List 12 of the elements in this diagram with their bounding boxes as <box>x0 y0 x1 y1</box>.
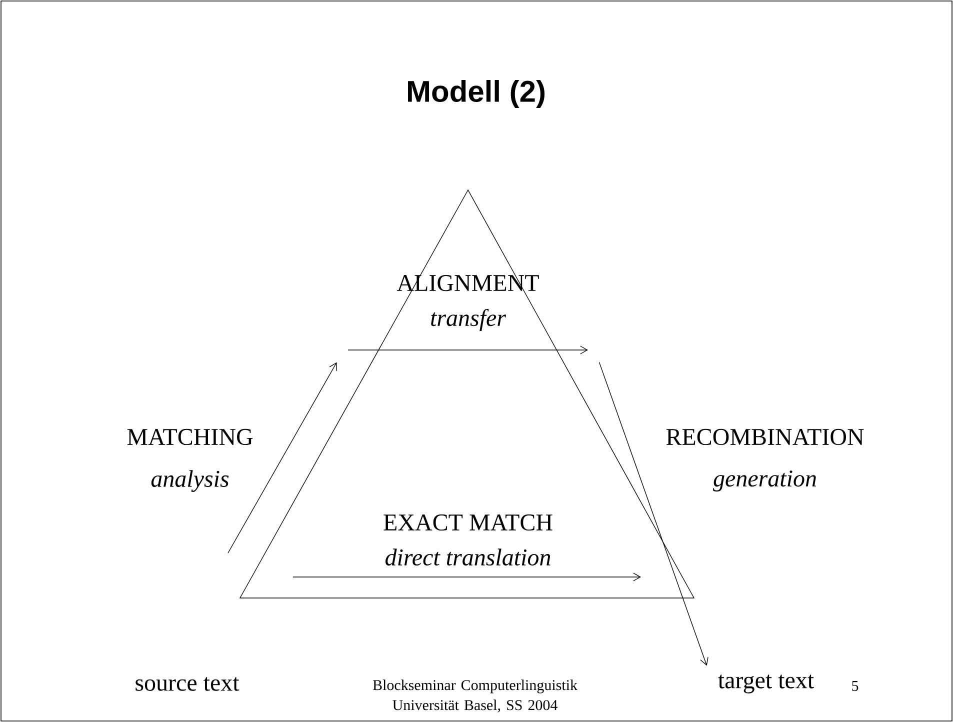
process-subname: generation <box>713 470 816 492</box>
process-name: MATCHING <box>127 428 253 446</box>
process-subname: analysis <box>151 470 229 492</box>
page-number: 5 <box>852 681 858 691</box>
arrow <box>228 362 337 554</box>
level-label: EXACT MATCH direct translation <box>384 514 552 566</box>
arrow <box>598 362 708 666</box>
title: Modell (2) <box>408 80 544 108</box>
end-label: target text <box>718 674 814 694</box>
process-name: RECOMBINATION <box>666 428 864 446</box>
end-label: source text <box>136 677 240 691</box>
footer-text: Blockseminar Computerlinguistik Universität Basel, SS 2004 <box>372 680 578 712</box>
